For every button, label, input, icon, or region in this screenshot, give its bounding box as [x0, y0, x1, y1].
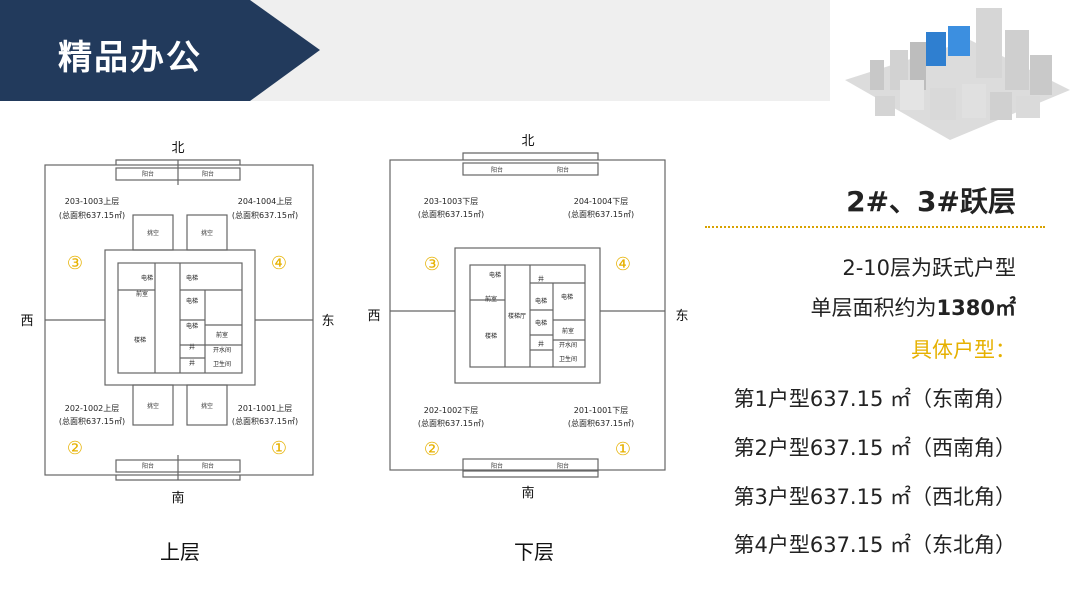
unit-label-nw: 203-1003下层 — [424, 197, 479, 206]
unit-area-se: (总面积637.15㎡) — [232, 416, 298, 426]
unit-area-nw: (总面积637.15㎡) — [59, 210, 125, 220]
balcony-label: 阳台 — [491, 166, 503, 174]
title-banner — [0, 0, 320, 101]
unit-number-3: ③ — [424, 254, 440, 275]
core-label: 电梯 — [535, 319, 547, 327]
balcony-label: 阳台 — [557, 166, 569, 174]
compass-west: 西 — [20, 314, 33, 329]
core-label: 电梯 — [186, 297, 198, 305]
dotted-divider — [705, 226, 1045, 228]
compass-north: 北 — [521, 134, 534, 149]
compass-south: 南 — [171, 490, 184, 506]
compass-east: 东 — [321, 314, 334, 329]
plan-caption-lower: 下层 — [514, 540, 554, 564]
floor-plan-upper: 北 南 西 东 阳台 阳台 阳台 阳台 挑空 挑空 挑空 挑空 203-1003… — [20, 141, 334, 506]
unit-number-2: ② — [67, 438, 83, 459]
balcony-label: 阳台 — [491, 462, 503, 470]
core-label: 前室 — [485, 295, 497, 303]
compass-east: 东 — [675, 309, 688, 324]
compass-west: 西 — [367, 309, 380, 324]
section-title: 2#、3#跃层 — [846, 185, 1016, 218]
core-label: 开水间 — [559, 341, 577, 349]
void-label: 挑空 — [147, 402, 159, 410]
core-label: 前室 — [562, 327, 574, 335]
unit-line-2: 第2户型637.15 ㎡（西南角） — [733, 436, 1016, 460]
core-label: 井 — [538, 275, 544, 283]
core-label: 楼梯 — [485, 332, 497, 340]
core-label: 前室 — [216, 331, 228, 339]
info-line2-value: 1380㎡ — [936, 296, 1016, 320]
core-label: 电梯 — [561, 293, 573, 301]
compass-north: 北 — [171, 141, 184, 156]
unit-number-4: ④ — [615, 254, 631, 275]
unit-label-nw: 203-1003上层 — [65, 197, 120, 206]
core-label: 前室 — [136, 290, 148, 298]
unit-area-ne: (总面积637.15㎡) — [568, 209, 634, 219]
unit-label-se: 201-1001上层 — [238, 404, 293, 413]
unit-label-sw: 202-1002上层 — [65, 404, 120, 413]
unit-area-sw: (总面积637.15㎡) — [59, 416, 125, 426]
info-line1: 2-10层为跃式户型 — [842, 256, 1016, 280]
unit-number-4: ④ — [271, 253, 287, 274]
core-label: 电梯 — [535, 297, 547, 305]
balcony-label: 阳台 — [142, 170, 154, 178]
info-line2: 单层面积约为1380㎡ — [811, 292, 1016, 322]
unit-area-nw: (总面积637.15㎡) — [418, 209, 484, 219]
void-label: 挑空 — [147, 229, 159, 237]
core-label: 井 — [189, 343, 195, 351]
unit-label-se: 201-1001下层 — [574, 406, 629, 415]
info-line2-prefix: 单层面积约为 — [810, 296, 937, 320]
core-label: 卫生间 — [559, 355, 577, 363]
unit-line-4: 第4户型637.15 ㎡（东北角） — [733, 533, 1016, 557]
page-title: 精品办公 — [58, 38, 202, 78]
balcony-label: 阳台 — [142, 462, 154, 470]
balcony-label: 阳台 — [557, 462, 569, 470]
compass-south: 南 — [521, 485, 534, 501]
unit-label-sw: 202-1002下层 — [424, 406, 479, 415]
core-label: 楼梯 — [134, 336, 146, 344]
balcony-label: 阳台 — [202, 462, 214, 470]
core-label: 电梯 — [186, 274, 198, 282]
core-label: 电梯 — [489, 271, 501, 279]
core-label: 井 — [538, 340, 544, 348]
core-label: 电梯 — [141, 274, 153, 282]
plan-caption-upper: 上层 — [160, 540, 200, 564]
unit-line-3: 第3户型637.15 ㎡（西北角） — [733, 485, 1016, 509]
unit-label-ne: 204-1004下层 — [574, 197, 629, 206]
balcony-label: 阳台 — [202, 170, 214, 178]
info-subtitle: 具体户型： — [911, 338, 1016, 362]
unit-number-1: ① — [615, 439, 631, 460]
void-label: 挑空 — [201, 402, 213, 410]
floor-plan-lower: 北 南 西 东 阳台 阳台 阳台 阳台 203-1003下层 (总面积637.1… — [367, 134, 688, 501]
core-label: 井 — [189, 359, 195, 367]
core-label: 卫生间 — [213, 360, 231, 368]
unit-number-1: ① — [271, 438, 287, 459]
unit-line-1: 第1户型637.15 ㎡（东南角） — [733, 387, 1016, 411]
core-label: 开水间 — [213, 346, 231, 354]
core-label: 电梯 — [186, 322, 198, 330]
unit-number-2: ② — [424, 439, 440, 460]
building-skyline-image — [845, 8, 1070, 140]
unit-area-sw: (总面积637.15㎡) — [418, 418, 484, 428]
core-label: 楼梯厅 — [508, 312, 526, 320]
unit-number-3: ③ — [67, 253, 83, 274]
unit-label-ne: 204-1004上层 — [238, 197, 293, 206]
void-label: 挑空 — [201, 229, 213, 237]
unit-area-se: (总面积637.15㎡) — [568, 418, 634, 428]
unit-area-ne: (总面积637.15㎡) — [232, 210, 298, 220]
